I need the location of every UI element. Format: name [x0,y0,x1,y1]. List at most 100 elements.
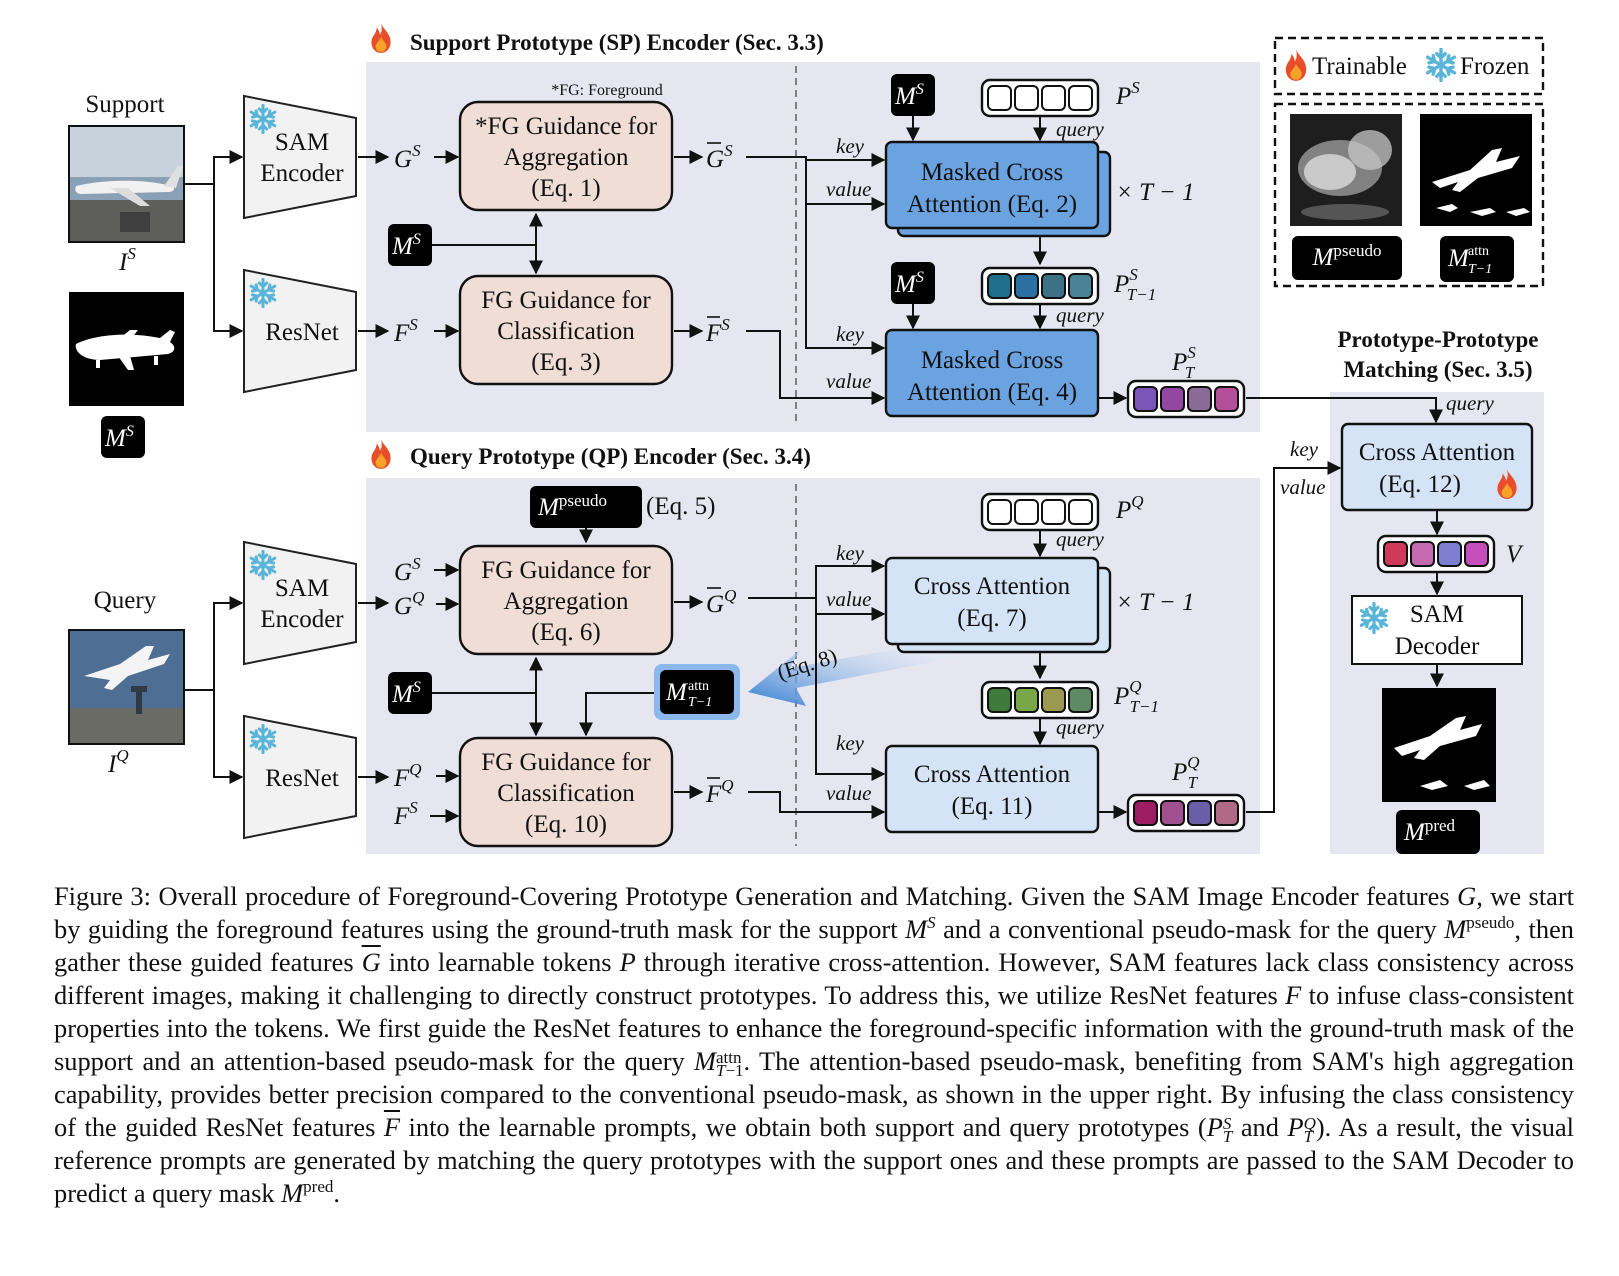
iteration-label: × T − 1 [1116,179,1194,206]
value-label: value [1280,475,1325,499]
token [1041,85,1066,111]
pseudo-mask-image [1290,114,1402,226]
predicted-mask-image [1382,688,1496,802]
legend-box [1273,36,1545,96]
m-attn-label-legend: M attn T−1 [1440,236,1514,282]
cross-attention-eq7: Cross Attention (Eq. 7) [884,556,1112,654]
resnet-query: ResNet [243,714,357,840]
m-attn-label-qp: M attn T−1 [654,664,740,720]
fg-guidance-aggregation-support: *FG Guidance for Aggregation (Eq. 1) [458,100,674,212]
svg-text:Attention (Eq. 4): Attention (Eq. 4) [907,379,1077,406]
sp-mask-arrows [432,212,543,275]
token [1383,541,1408,567]
support-mask-image [69,292,184,406]
token [1214,386,1239,412]
svg-text:(Eq. 10): (Eq. 10) [525,811,607,838]
token [1068,499,1093,525]
svg-text:Cross Attention: Cross Attention [914,573,1071,600]
flame-icon [371,439,391,469]
fg-footnote: *FG: Foreground [551,82,663,99]
figure-caption: Figure 3: Overall procedure of Foregroun… [54,881,1575,1208]
figure-label: Figure 3: [54,881,151,911]
token [1014,85,1039,111]
key-label: key [836,134,865,158]
token [987,499,1012,525]
token [1133,386,1158,412]
m-s-label-mca2: MS [891,74,935,116]
svg-text:M: M [665,679,688,706]
token [987,85,1012,111]
svg-text:(Eq. 3): (Eq. 3) [531,349,600,376]
svg-text:Decoder: Decoder [1395,633,1480,660]
masked-cross-attention-eq2: Masked Cross Attention (Eq. 2) [884,140,1112,238]
qp-mask-arrows [432,656,660,737]
support-image [68,125,185,243]
m-pseudo-label-qp: Mpseudo [530,486,642,528]
svg-text:(Eq. 1): (Eq. 1) [531,175,600,202]
token [1041,273,1066,299]
fg-guidance-aggregation-query: FG Guidance for Aggregation (Eq. 6) [458,544,674,656]
svg-text:Masked Cross: Masked Cross [921,347,1063,374]
cross-attention-eq12: Cross Attention (Eq. 12) [1340,422,1534,512]
svg-text:SAM: SAM [275,129,329,156]
sp-key-value-arrows [746,153,886,405]
token [1160,800,1185,826]
token [1437,541,1462,567]
query-image [68,629,185,745]
key-label: key [836,322,865,346]
svg-text:Masked Cross: Masked Cross [921,159,1063,186]
svg-text:Mpseudo: Mpseudo [1312,241,1382,271]
svg-text:Classification: Classification [497,318,635,345]
m-pseudo-label-legend: Mpseudo [1292,236,1402,280]
svg-text:(Eq. 6): (Eq. 6) [531,619,600,646]
svg-text:Aggregation: Aggregation [504,588,629,615]
svg-text:Cross Attention: Cross Attention [914,761,1071,788]
token [1014,687,1039,713]
matching-title-line2: Matching (Sec. 3.5) [1343,357,1532,382]
svg-text:SAM: SAM [1410,601,1464,628]
svg-text:*FG Guidance for: *FG Guidance for [475,113,658,140]
token [1187,800,1212,826]
masked-cross-attention-eq4: Masked Cross Attention (Eq. 4) [884,328,1100,418]
svg-text:T−1: T−1 [1468,262,1492,277]
token [1214,800,1239,826]
svg-text:Attention (Eq. 2): Attention (Eq. 2) [907,191,1077,218]
method-diagram: Support Prototype (SP) Encoder (Sec. 3.3… [68,23,1545,854]
v-symbol: V [1506,541,1524,568]
learnable-tokens-ps [980,78,1100,118]
svg-text:attn: attn [1468,244,1489,259]
sam-encoder-support: SAM Encoder [243,94,357,220]
tokens-ps-t-minus-1 [980,266,1100,306]
sam-decoder: SAM Decoder [1351,595,1523,665]
token [1410,541,1435,567]
sp-encoder-title: Support Prototype (SP) Encoder (Sec. 3.3… [410,30,824,55]
eq5-label: (Eq. 5) [646,493,715,520]
svg-text:Mpred: Mpred [1403,816,1456,846]
key-label: key [836,731,865,755]
fg-guidance-classification-support: FG Guidance for Classification (Eq. 3) [458,274,674,386]
svg-text:M: M [1447,245,1470,272]
query-label: Query [94,587,157,614]
key-label: key [836,541,865,565]
tokens-pq-t-minus-1 [980,680,1100,720]
query-arrow-label: query [1446,391,1494,415]
m-s-label-support: MS [101,416,145,458]
qp-key-value-arrows [748,559,886,819]
svg-text:(Eq. 11): (Eq. 11) [952,793,1033,820]
svg-text:FG Guidance for: FG Guidance for [481,557,651,584]
svg-text:T−1: T−1 [688,695,712,710]
token [1041,687,1066,713]
p-q-symbol: PQ [1115,492,1144,524]
resnet-support: ResNet [243,268,357,394]
token [1133,800,1158,826]
value-label: value [826,177,871,201]
attention-mask-image [1420,114,1532,226]
value-label: value [826,369,871,393]
svg-text:attn: attn [688,679,709,694]
token [1014,273,1039,299]
svg-text:Aggregation: Aggregation [504,144,629,171]
query-image-symbol: IQ [107,746,129,778]
learnable-tokens-pq [980,492,1100,532]
token [1014,499,1039,525]
legend-frozen: Frozen [1460,53,1530,80]
